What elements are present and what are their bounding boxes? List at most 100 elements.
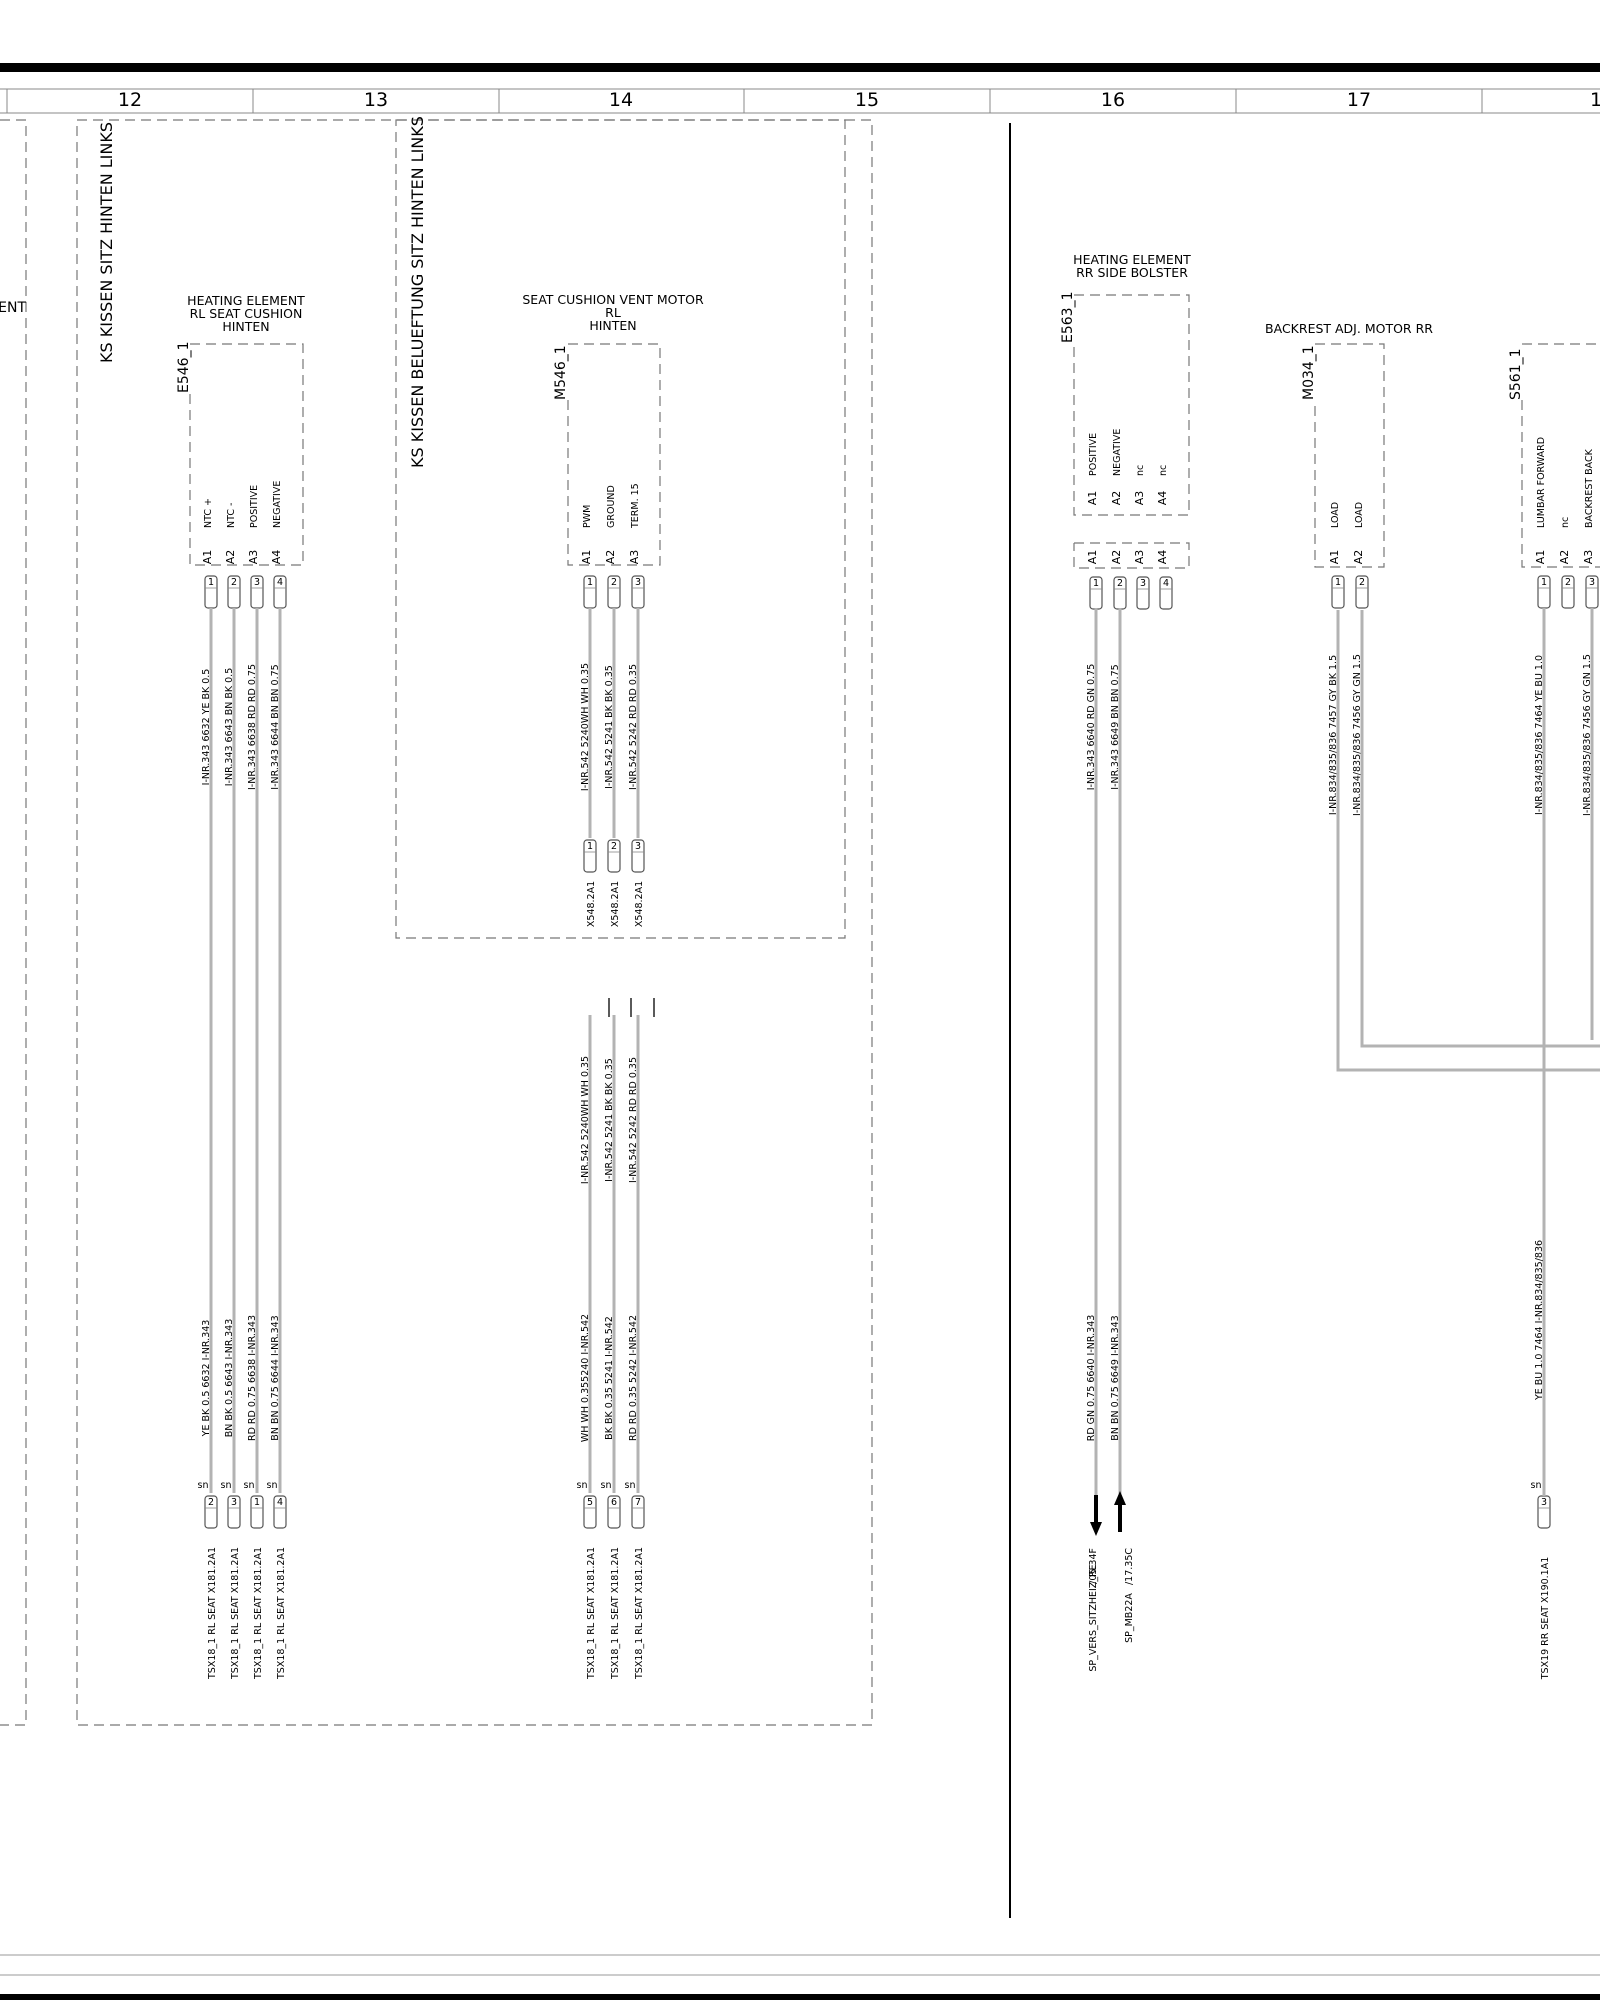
- splice-label: sn: [601, 1480, 612, 1491]
- group-box-seat-cushion: [76, 119, 873, 1726]
- inline-connector-terminal: [607, 839, 621, 873]
- pin-function: TERM. 15: [630, 483, 641, 529]
- pins-layer: [204, 575, 1599, 1529]
- group-label-ventilation: KS KISSEN BELUEFTUNG SITZ HINTEN LINKS: [408, 116, 427, 468]
- component-box: [1314, 343, 1385, 568]
- pin-function: nc: [1560, 517, 1571, 528]
- pin-function: GROUND: [606, 485, 617, 528]
- destination-label: TSX18_1 RL SEAT X181.2A1: [207, 1547, 218, 1680]
- component-id: E546_1: [176, 342, 192, 393]
- top-frame-bar: [0, 63, 1600, 72]
- column-number: 1: [1590, 89, 1600, 111]
- pin-function: PWM: [582, 505, 593, 528]
- inline-connector-terminal: [583, 839, 597, 873]
- pin-label: A2: [1352, 550, 1365, 565]
- component-s561: S561_1: [1508, 343, 1600, 568]
- pin-terminal: [1331, 575, 1345, 609]
- wire-label: BN BN 0.75 6649 I-NR.343: [1110, 1315, 1121, 1440]
- pin-terminal: [1561, 575, 1575, 609]
- connector-break-marks: [608, 998, 655, 1017]
- pin-function: BACKREST BACK: [1584, 448, 1595, 528]
- destination-label: SP_VERS_SITZHEIZ_RE: [1088, 1564, 1099, 1671]
- connector-terminal: [583, 1495, 597, 1529]
- pin-number: 3: [231, 1497, 237, 1508]
- column-number: 12: [118, 89, 142, 111]
- reference-label: /05.34F: [1088, 1548, 1099, 1584]
- inline-connector-label: X548.2A1: [586, 881, 597, 927]
- pin-label: A1: [1328, 550, 1341, 565]
- pin-terminal: [1159, 576, 1173, 610]
- pin-function: nc: [1135, 465, 1146, 476]
- connector-terminal: [273, 1495, 287, 1529]
- component-m546: SEAT CUSHION VENT MOTOR RL HINTEN M546_1: [522, 292, 704, 566]
- pin-function: NTC -: [226, 503, 237, 528]
- component-title-line: HEATING ELEMENT: [1073, 252, 1191, 267]
- pin-number: 1: [1093, 578, 1099, 589]
- wire-label: I-NR.343 6649 BN BN 0.75: [1110, 664, 1121, 789]
- connector-terminal: [631, 1495, 645, 1529]
- inline-connector-terminal: [631, 839, 645, 873]
- destination-label: SP_MB22A: [1124, 1593, 1135, 1643]
- m034-wire-routing: [1336, 610, 1600, 1072]
- destination-label: TSX18_1 RL SEAT X181.2A1: [634, 1547, 645, 1680]
- component-box-side: [1521, 400, 1600, 568]
- column-number: 15: [855, 89, 879, 111]
- pin-function: LOAD: [1330, 502, 1341, 528]
- connector-terminal: [204, 1495, 218, 1529]
- component-m034: BACKREST ADJ. MOTOR RR M034_1: [1265, 321, 1433, 568]
- pin-label: A3: [628, 550, 641, 565]
- pin-label: A2: [1558, 550, 1571, 565]
- wire-label: I-NR.542 5242 RD RD 0.35: [628, 664, 639, 790]
- pin-function: POSITIVE: [1088, 433, 1099, 476]
- wire-label: I-NR.542 5240WH WH 0.35: [580, 1056, 591, 1184]
- connector-terminal: [227, 1495, 241, 1529]
- splice-label: sn: [625, 1480, 636, 1491]
- component-title-line: HEATING ELEMENT: [187, 293, 305, 308]
- pin-number: 3: [1140, 578, 1146, 589]
- destination-label: TSX18_1 RL SEAT X181.2A1: [230, 1547, 241, 1680]
- component-title-line: HINTEN: [589, 318, 636, 333]
- component-id: S561_1: [1508, 348, 1524, 400]
- pin-label: A3: [1582, 550, 1595, 565]
- wire-label: I-NR.343 6640 RD GN 0.75: [1086, 664, 1097, 791]
- pin-number: 2: [231, 577, 237, 588]
- group-box-ventilation: [395, 119, 846, 939]
- connector-pin-label: A3: [1133, 550, 1146, 565]
- component-title-line: SEAT CUSHION VENT MOTOR: [522, 292, 704, 307]
- pin-number: 1: [587, 841, 593, 852]
- wire-label: I-NR.834/835/836 7456 GY GN 1.5: [1352, 654, 1363, 816]
- column-dividers: [6, 89, 1483, 113]
- wire-label: I-NR.343 6643 BN BK 0.5: [224, 668, 235, 787]
- splice-label: sn: [221, 1480, 232, 1491]
- inline-connector-label: X548.2A1: [634, 881, 645, 927]
- connector-terminal: [607, 1495, 621, 1529]
- wire-label: YE BK 0.5 6632 I-NR.343: [201, 1320, 212, 1438]
- pin-label: A4: [1156, 491, 1169, 506]
- arrow-up-icon: [1114, 1491, 1126, 1505]
- pin-function: nc: [1158, 465, 1169, 476]
- pin-number: 4: [277, 1497, 283, 1508]
- e563-arrows: [1090, 1491, 1126, 1536]
- wire-label: BK BK 0.35 5241 I-NR.542: [604, 1316, 615, 1440]
- wire-label: I-NR.834/835/836 7464 YE BU 1.0: [1534, 655, 1545, 815]
- splice-label: sn: [267, 1480, 278, 1491]
- column-numbers: 12 13 14 15 16 17 1: [118, 89, 1600, 111]
- pin-number: 4: [277, 577, 283, 588]
- wire-label: I-NR.834/835/836 7456 GY GN 1.5: [1582, 654, 1593, 816]
- pin-label: A3: [247, 550, 260, 565]
- pin-function: NEGATIVE: [1112, 429, 1123, 476]
- pin-terminal: [1136, 576, 1150, 610]
- pin-number: 2: [611, 841, 617, 852]
- destination-label: TSX18_1 RL SEAT X181.2A1: [253, 1547, 264, 1680]
- arrow-down-icon: [1090, 1522, 1102, 1536]
- inline-connector-label: X548.2A1: [610, 881, 621, 927]
- component-e563: HEATING ELEMENT RR SIDE BOLSTER E563_1: [1060, 252, 1191, 569]
- component-id: M034_1: [1301, 345, 1317, 400]
- bottom-frame-bar: [0, 1994, 1600, 2000]
- pin-number: 7: [635, 1497, 641, 1508]
- wires-layer: [209, 608, 1594, 1496]
- component-title-line: RL SEAT CUSHION: [190, 306, 303, 321]
- component-id: E563_1: [1060, 292, 1076, 343]
- wire-label: I-NR.542 5242 RD RD 0.35: [628, 1057, 639, 1183]
